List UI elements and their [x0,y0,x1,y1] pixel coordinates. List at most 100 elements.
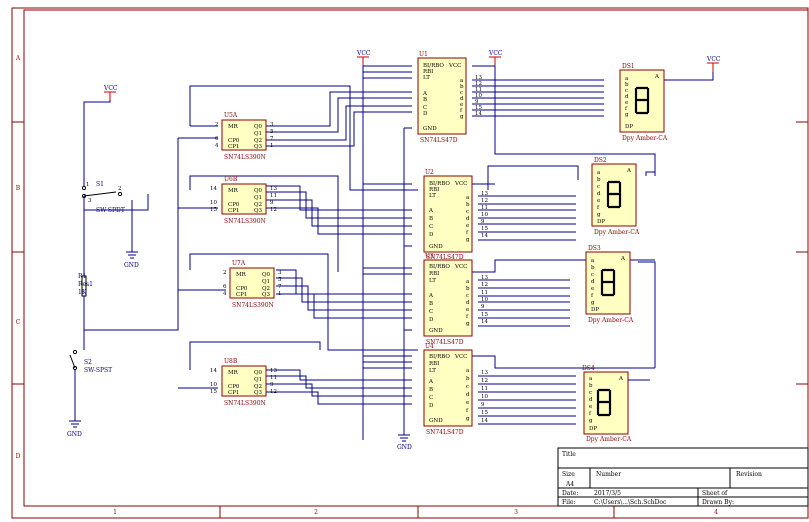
decoder-pin-bi-rbo: BI/RBO [429,264,450,270]
counter-designator: U6B [224,176,238,183]
display-pin-g: g [597,212,601,218]
vcc-symbol-2: VCC [356,50,371,66]
decoder-pin-lt: LT [429,368,436,374]
decoder-out-f: f [466,314,469,320]
display-pin-c: c [625,88,628,94]
file-label: File: [562,499,576,506]
counter-pin-number: 11 [270,193,277,199]
counter-pin-number: 15 [210,389,217,395]
decoder-pin-d: D [429,232,434,238]
decoder-part: SN74LS47D [426,339,464,346]
decoder-pin-bi-rbo: BI/RBO [429,181,450,187]
decoder-out-a: a [466,195,470,201]
decoder-pin-a: A [428,208,434,214]
counter-pin-cp0: CP0 [228,138,240,144]
gnd-label: GND [124,262,139,269]
decoder-pin-number: 11 [475,87,482,93]
display-pin-d: d [597,191,601,197]
resistor-r1[interactable]: R1 Res1 1K [78,273,93,297]
counter-pin-number: 12 [270,389,277,395]
display-pin-dp: DP [625,124,633,130]
counter-pin-q3: Q3 [254,208,263,214]
decoder-pin-number: 10 [481,394,488,400]
counter-part: SN74LS390N [224,218,266,225]
decoder-out-a: a [466,279,470,285]
counter-pin-number: 3 [278,270,282,276]
decoder-designator: U1 [419,51,428,58]
decoder-pin-number: 13 [481,191,488,197]
counter-u8b[interactable]: U8B SN74LS390N MR Q0 Q1 CP0 Q2 CP1 Q3 14… [210,358,277,407]
counter-u5a[interactable]: U5A SN74LS390N MR Q0 Q1 CP0 Q2 CP1 Q3 2 … [215,112,274,161]
decoder-designator: U4 [425,343,434,350]
display-pin-dp: DP [597,219,605,225]
decoder-pin-number: 9 [475,99,479,105]
decoder-pin-b: B [429,387,433,393]
counter-designator: U8B [224,358,238,365]
display-pin-e: e [591,286,594,292]
row-label-b: B [16,185,21,192]
decoder-out-e: e [466,400,469,406]
display-pin-common: A [626,168,632,174]
decoder-u4[interactable]: U4 SN74LS47D BI/RBO VCC RBI LT A B C D G… [423,343,488,436]
decoder-pin-rbi: RBI [429,361,439,367]
counter-pin-q0: Q0 [254,370,263,376]
decoder-out-b: b [466,202,470,208]
revision-label: Revision [736,471,762,478]
display-ds3[interactable]: DS3 Dpy Amber-CA a b c d e f g DP A [585,245,634,324]
number-label: Number [596,471,621,478]
display-pin-c: c [589,390,592,396]
decoder-u2[interactable]: U2 SN74LS47D BI/RBO VCC RBI LT A B C D G… [423,169,488,261]
decoder-out-g: g [466,237,470,243]
decoder-u3[interactable]: U3 SN74LS47D BI/RBO VCC RBI LT A B C D G… [423,253,488,346]
display-pin-g: g [591,300,595,306]
counter-pin-q1: Q1 [262,279,270,285]
display-ds4[interactable]: DS4 Dpy Amber-CA a b c d e f g DP A [582,365,632,443]
counter-u7a[interactable]: U7A SN74LS390N MR Q0 Q1 CP0 Q2 CP1 Q3 2 … [223,260,282,309]
switch-s1[interactable]: S1 SW-SPDT 1 2 3 [81,181,125,214]
counter-pin-number: 14 [210,186,217,192]
display-part: Dpy Amber-CA [586,436,632,443]
decoder-pin-vcc: VCC [454,264,467,270]
decoder-u1[interactable]: U1 SN74LS47D BI/RBO VCC RBI LT A B C D G… [417,51,482,144]
vcc-symbol-1: VCC [103,85,118,100]
display-designator: DS3 [588,245,601,252]
counter-pin-number: 3 [270,122,274,128]
decoder-pin-lt: LT [429,193,436,199]
display-pin-b: b [591,265,595,271]
decoder-pin-a: A [428,293,434,299]
decoder-pin-number: 11 [481,290,488,296]
file-value: C:\Users\...\Sch.SchDoc [594,499,667,506]
decoder-out-b: b [460,84,464,90]
counter-pin-cp0: CP0 [236,286,248,292]
vcc-symbol-4: VCC [706,56,721,72]
counter-pin-number: 5 [278,277,282,283]
display-part: Dpy Amber-CA [622,135,668,142]
size-label: Size [562,471,575,478]
row-label-d: D [16,453,21,460]
display-pin-e: e [625,100,628,106]
display-ds1[interactable]: DS1 Dpy Amber-CA a b c d e f g DP A [619,63,668,142]
counter-pin-number: 10 [210,200,217,206]
counter-pin-number: 2 [223,270,227,276]
counter-designator: U7A [232,260,246,267]
counter-pin-q0: Q0 [254,124,263,130]
col-label-2: 2 [314,509,318,516]
display-pin-d: d [625,94,629,100]
decoder-designator: U2 [425,169,434,176]
decoder-pin-number: 14 [481,418,488,424]
decoder-out-c: c [466,384,469,390]
decoder-out-f: f [460,108,463,114]
gnd-label: GND [67,431,82,438]
decoder-out-d: d [466,216,470,222]
switch-s2[interactable]: S2 SW-SPST [69,349,112,374]
display-ds2[interactable]: DS2 Dpy Amber-CA a b c d e f g DP A [591,157,640,236]
counter-pin-number: 1 [270,143,274,149]
counter-pin-number: 4 [223,291,227,297]
switch-s2-part: SW-SPST [84,367,112,374]
display-pin-dp: DP [591,307,599,313]
counter-part: SN74LS390N [232,302,274,309]
counter-u6b[interactable]: U6B SN74LS390N MR Q0 Q1 CP0 Q2 CP1 Q3 14… [210,176,277,225]
counter-pin-number: 7 [278,284,282,290]
decoder-out-d: d [466,300,470,306]
